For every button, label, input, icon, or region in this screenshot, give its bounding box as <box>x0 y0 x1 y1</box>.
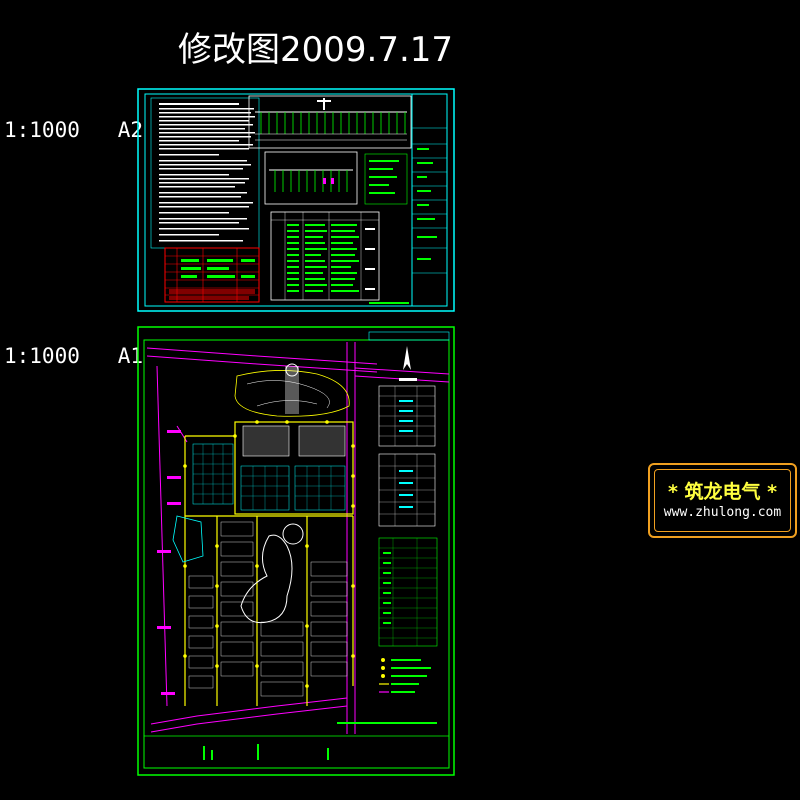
a1-park-area <box>234 370 350 417</box>
a1-clubhouse <box>172 515 204 563</box>
a1-block-hatch <box>193 444 345 510</box>
a1-plaza-circle <box>282 523 304 545</box>
a2-legend-table <box>164 247 260 303</box>
scale-label-a2: 1:1000 A2 <box>4 118 144 142</box>
a2-equipment-table <box>270 211 380 301</box>
a1-legend-tables <box>378 385 438 647</box>
zhulong-watermark-badge: * 筑龙电气 * www.zhulong.com <box>648 463 797 538</box>
a2-second-diagram <box>264 151 358 205</box>
a1-lower-buildings <box>188 521 348 697</box>
a2-notes-text <box>159 103 255 242</box>
a1-outer-frame <box>137 326 455 776</box>
a1-bottom-annotations <box>203 744 329 760</box>
brand-name: * 筑龙电气 * <box>667 481 778 503</box>
north-arrow-icon <box>399 346 417 381</box>
a1-inner-frame <box>143 339 450 769</box>
a2-title-block-text <box>417 148 437 260</box>
a2-inner-frame <box>144 93 448 307</box>
a2-equipment-rows <box>287 224 359 292</box>
a2-drawing-sheet[interactable] <box>137 88 455 312</box>
a2-title-block-rows <box>412 127 447 274</box>
a1-road-boundaries <box>146 342 378 734</box>
a1-corner-label-box <box>368 331 450 341</box>
a2-system-diagram-frame <box>248 95 412 149</box>
a2-panel-schedule <box>364 153 408 205</box>
a2-system-feeders <box>260 112 406 134</box>
a1-park-path <box>285 366 299 414</box>
a1-lake <box>240 534 293 624</box>
brand-url: www.zhulong.com <box>663 505 782 520</box>
a1-light-fixtures <box>183 420 355 688</box>
a1-site-plan-sheet[interactable] <box>137 326 455 776</box>
scale-label-a1: 1:1000 A1 <box>4 344 144 368</box>
a1-symbol-legend <box>379 658 431 693</box>
a1-fountain <box>285 363 299 377</box>
badge-inner-border <box>654 469 791 532</box>
a1-left-callouts <box>157 430 181 695</box>
a1-upper-buildings <box>242 425 346 457</box>
a2-outer-frame <box>137 88 455 312</box>
a1-main-circuit <box>184 421 354 706</box>
drawing-title: 修改图2009.7.17 <box>178 30 454 70</box>
